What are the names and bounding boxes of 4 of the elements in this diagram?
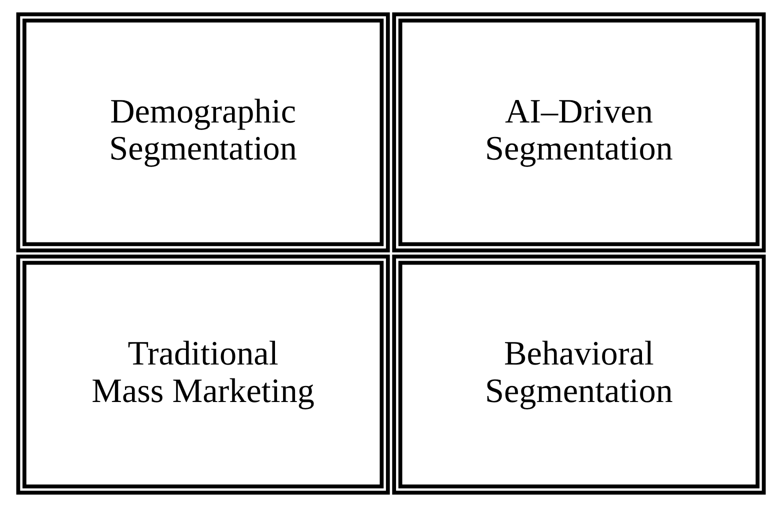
node-box: Traditional Mass Marketing (16, 254, 390, 495)
node-box: Demographic Segmentation (16, 12, 390, 252)
node-box: Behavioral Segmentation (392, 254, 766, 495)
node-box: AI–Driven Segmentation (392, 12, 766, 252)
